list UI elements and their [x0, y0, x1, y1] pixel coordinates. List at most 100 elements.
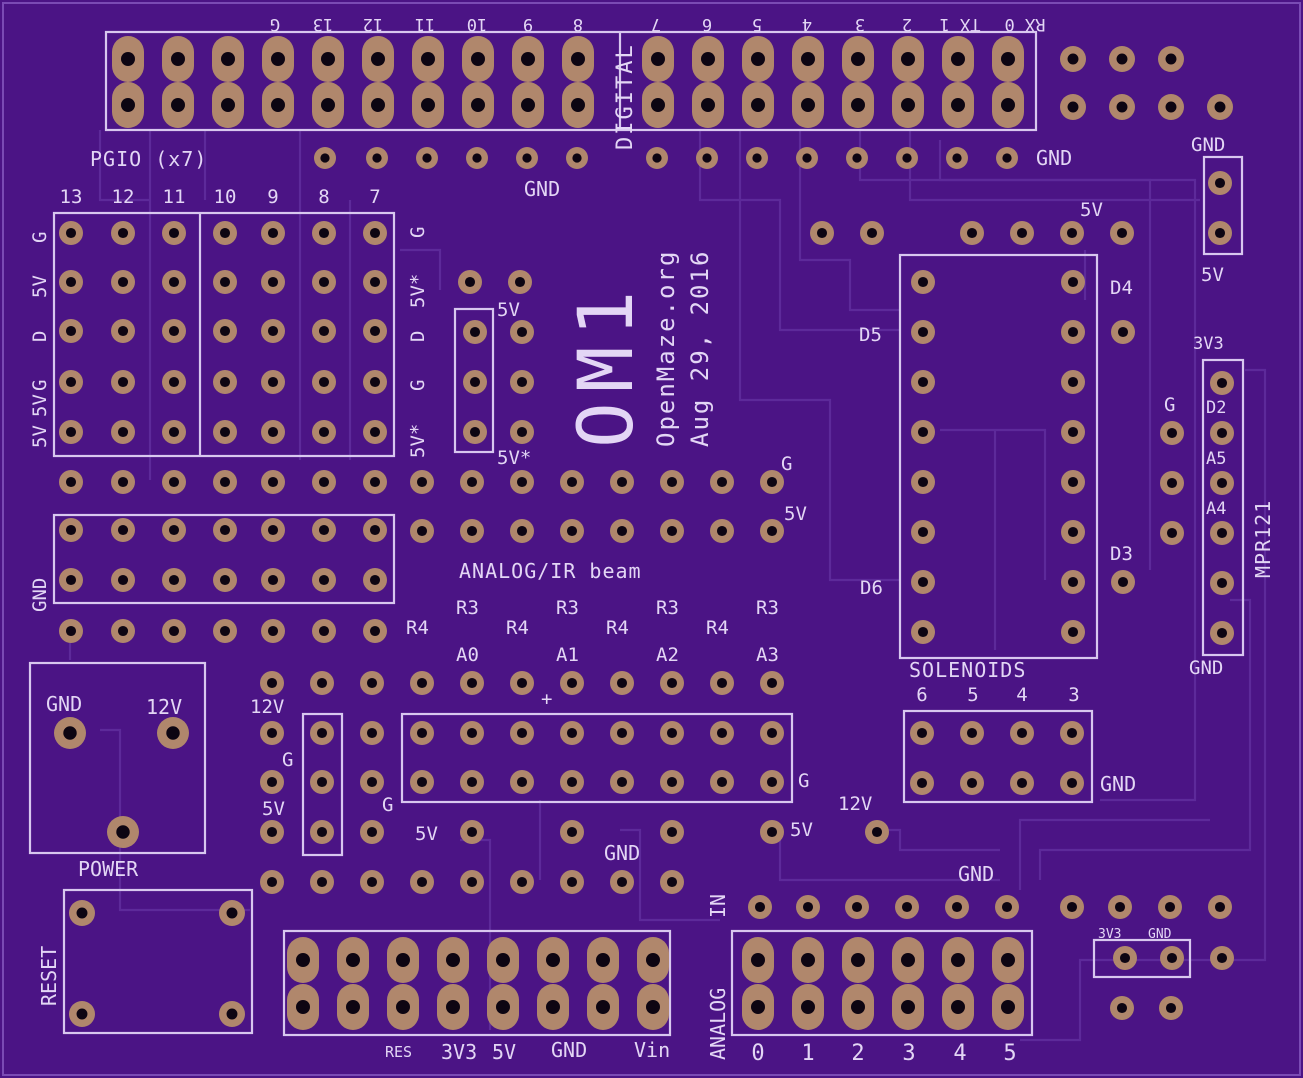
trace-mpr-3 — [1018, 818, 1210, 890]
r4-a1: R4 — [506, 617, 529, 639]
hdr-pin-g: G — [270, 14, 280, 34]
sol-4-label: 4 — [1016, 684, 1027, 706]
pgio-pad — [59, 568, 83, 592]
analog-header-pad — [710, 721, 734, 745]
solenoid-driver-pad — [1061, 370, 1085, 394]
row-right-g2: G — [407, 380, 429, 391]
power-connector-outline — [28, 661, 207, 855]
spare-pad — [1158, 46, 1184, 72]
digital-header-pad-top — [642, 36, 674, 82]
pgio-col-10: 10 — [214, 186, 237, 208]
trace-digital-1 — [698, 130, 900, 332]
analog-header-pad — [660, 721, 684, 745]
mpr-a4-label: A4 — [1206, 499, 1226, 519]
solenoid-5v-pad — [810, 221, 834, 245]
reset-button-pad — [219, 900, 245, 926]
hdr-pin-3: 3 — [855, 14, 865, 34]
pgio-pad — [59, 319, 83, 343]
analog-g-row-pad — [660, 470, 684, 494]
pgio-gnd-pad — [314, 147, 336, 169]
digital-header-pad-bottom — [742, 82, 774, 128]
power-header-pad-bottom — [587, 984, 619, 1030]
digital-header-pad-top — [162, 36, 194, 82]
solenoid-driver-pad — [911, 570, 935, 594]
a3-label: A3 — [756, 644, 779, 666]
bottom-bus-pad — [260, 870, 284, 894]
bottom-bus-pad — [510, 870, 534, 894]
pgio-gnd-pad — [516, 147, 538, 169]
digital-header-pad-bottom — [162, 82, 194, 128]
power-terminal-pad — [54, 717, 86, 749]
reset-button-pad — [69, 900, 95, 926]
d3-pad — [1111, 570, 1135, 594]
solenoid-5v-pad — [1060, 221, 1084, 245]
solenoid-driver-outline — [898, 253, 1099, 660]
analog-in-pad — [748, 895, 772, 919]
bottom-bus-pad — [360, 870, 384, 894]
bot-vin-label: Vin — [634, 1038, 670, 1062]
analog-5v-pad — [865, 820, 889, 844]
small-gnd-label: GND — [1148, 927, 1172, 942]
right-power-pad — [1208, 221, 1232, 245]
bot-res-label: RES — [385, 1043, 412, 1061]
spare-pad — [1159, 996, 1183, 1020]
digital-header-pad-top — [892, 36, 924, 82]
analog-in-pad — [1108, 895, 1132, 919]
an-0-label: 0 — [751, 1041, 764, 1066]
hdr-pin-2: 2 — [902, 14, 912, 34]
pgio-pad — [312, 470, 336, 494]
digital-header-pad-bottom — [842, 82, 874, 128]
pgio-pad — [213, 319, 237, 343]
pgio-pad — [312, 370, 336, 394]
pgio-pad — [363, 221, 387, 245]
digital-header-pad-top — [562, 36, 594, 82]
bot-gnd-label: GND — [551, 1038, 587, 1062]
analog-bottom-pad-top — [892, 937, 924, 983]
power-select-pad — [360, 770, 384, 794]
power-header-pad-top — [537, 937, 569, 983]
pgio-label: PGIO (x7) — [90, 147, 207, 171]
digital-gnd-label: GND — [1036, 146, 1072, 170]
right-power-pad — [1208, 171, 1232, 195]
power-header-pad-bottom — [437, 984, 469, 1030]
pgio-pad — [111, 221, 135, 245]
an-1-label: 1 — [801, 1041, 814, 1066]
an-3-label: 3 — [902, 1041, 915, 1066]
power-select-pad — [310, 721, 334, 745]
pgio-pad — [312, 420, 336, 444]
analog-5v-pad — [560, 820, 584, 844]
analog-header-pad — [660, 770, 684, 794]
jumper-5v-pad — [510, 370, 534, 394]
pgio-pad — [59, 518, 83, 542]
power-select-pad — [260, 770, 284, 794]
pgio-pad — [312, 518, 336, 542]
row-left-5v1: 5V — [29, 275, 51, 298]
mpr-a5-label: A5 — [1206, 449, 1226, 469]
reset-label: RESET — [37, 946, 61, 1006]
digital-header-pad-bottom — [562, 82, 594, 128]
power-header-pad-bottom — [487, 984, 519, 1030]
solenoid-connector-pad — [910, 721, 934, 745]
right-5v-label: 5V — [1201, 264, 1224, 286]
digital-header-pad-bottom — [692, 82, 724, 128]
pgio-pad — [213, 420, 237, 444]
analog-g-row-pad — [510, 470, 534, 494]
hdr-pin-6: 6 — [702, 14, 712, 34]
analog-in-pad — [945, 895, 969, 919]
analog-header-pad — [460, 721, 484, 745]
digital-header-pad-bottom — [512, 82, 544, 128]
analog-bottom-pad-bottom — [992, 984, 1024, 1030]
a1-label: A1 — [556, 644, 579, 666]
analog-5v-pad — [460, 820, 484, 844]
bottom-bus-pad — [610, 870, 634, 894]
pgio-pad — [261, 319, 285, 343]
pgio-pad — [111, 619, 135, 643]
spare-pad — [1207, 94, 1233, 120]
digital-header-pad-bottom — [462, 82, 494, 128]
analog-in-pad — [1060, 895, 1084, 919]
pgio-pad — [213, 221, 237, 245]
analog-bottom-pad-top — [992, 937, 1024, 983]
pgio-col-7: 7 — [369, 186, 380, 208]
through-hole-pads — [54, 36, 1234, 1030]
